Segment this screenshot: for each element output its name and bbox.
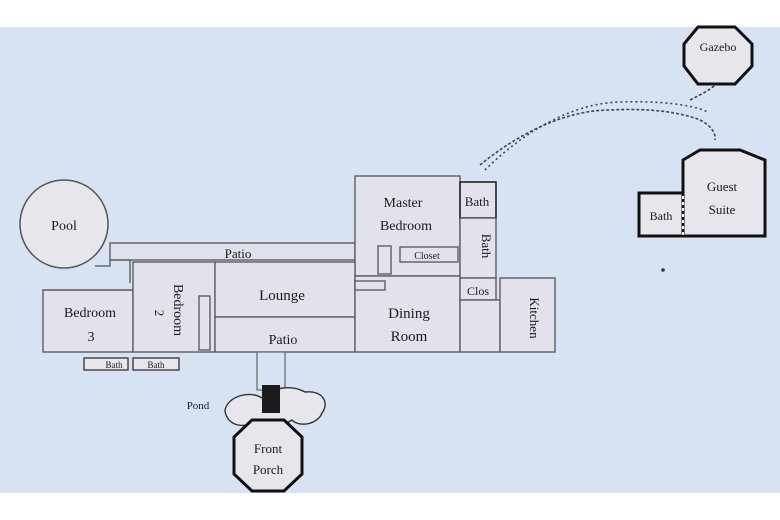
master-bedroom-label-1: Master: [384, 196, 423, 211]
bath-small-1-label: Bath: [106, 360, 123, 370]
pond: Pond: [187, 385, 326, 427]
guest-suite-label-2: Suite: [709, 202, 736, 217]
dining-room-label-1: Dining: [388, 306, 430, 322]
pond-label: Pond: [187, 400, 210, 412]
kitchen-label: Kitchen: [527, 297, 542, 339]
clos-label: Clos: [467, 284, 489, 298]
front-porch: Front Porch: [232, 418, 304, 493]
master-bath-top-label: Bath: [465, 194, 490, 209]
dot-marker: [661, 268, 665, 272]
master-bedroom-label-2: Bedroom: [380, 219, 432, 234]
walkway: [256, 351, 286, 391]
dining-room-label-2: Room: [391, 329, 428, 345]
master-bath-side-label: Bath: [479, 234, 494, 259]
guest-suite: Guest Suite Bath: [637, 148, 767, 238]
front-porch-label-2: Porch: [253, 462, 284, 477]
bedroom3-label-2: 3: [88, 330, 95, 345]
bedroom2-number: 2: [152, 310, 167, 317]
guest-bath-label: Bath: [650, 209, 673, 223]
closet-label: Closet: [414, 251, 440, 262]
main-house: Patio Master Bedroom Closet Bath Bath Be…: [42, 175, 556, 371]
bath-small-2-label: Bath: [148, 360, 165, 370]
garden-path: [479, 84, 716, 171]
front-porch-label-1: Front: [254, 441, 283, 456]
patio-bottom-label: Patio: [269, 333, 298, 348]
bridge: [262, 385, 280, 413]
gazebo: Gazebo: [682, 25, 754, 86]
guest-suite-label-1: Guest: [707, 179, 738, 194]
pool: Pool: [19, 179, 109, 269]
pool-label: Pool: [51, 219, 77, 234]
lounge-label: Lounge: [259, 288, 305, 304]
gazebo-label: Gazebo: [700, 40, 737, 54]
bedroom3-label-1: Bedroom: [64, 306, 116, 321]
bedroom2-label: Bedroom: [170, 284, 185, 336]
patio-top-label: Patio: [225, 246, 252, 261]
